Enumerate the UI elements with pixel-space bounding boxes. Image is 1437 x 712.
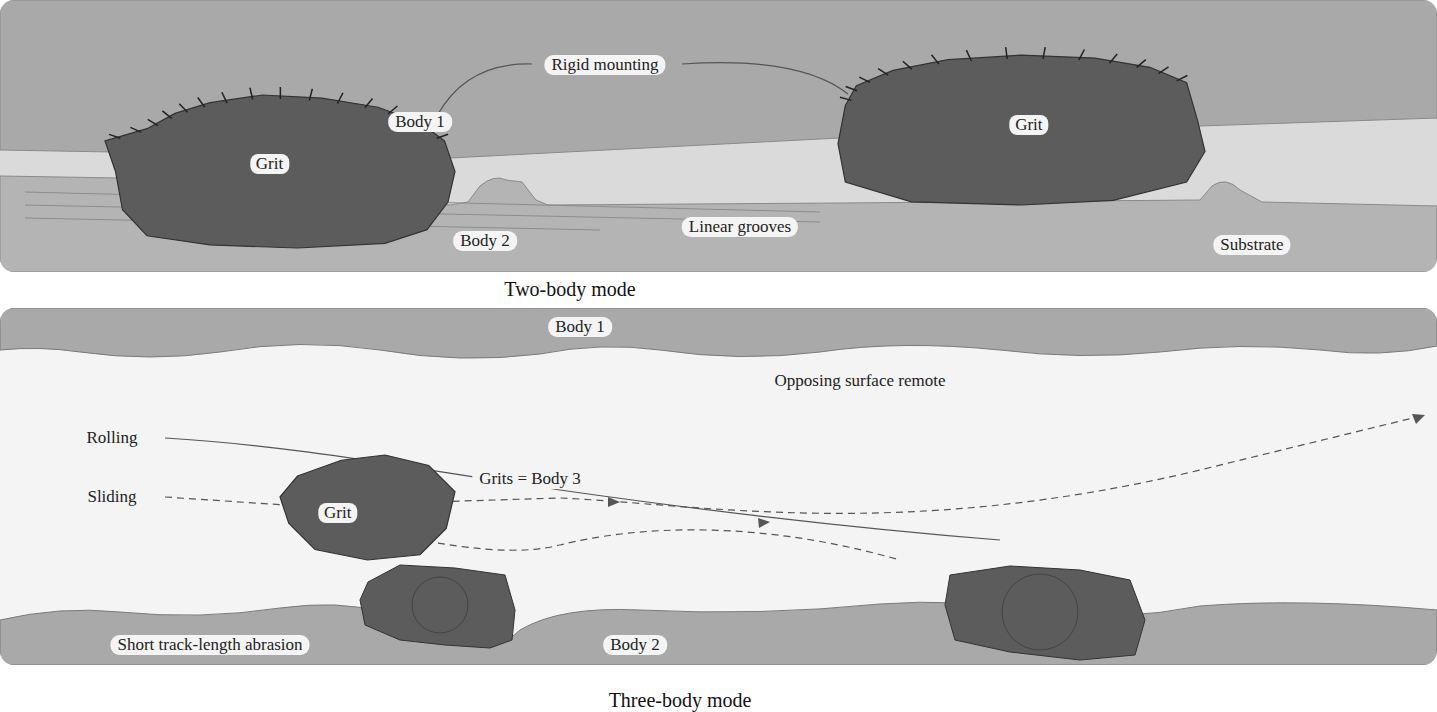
mounting-spike	[130, 127, 141, 132]
mounting-spike	[932, 55, 939, 64]
rolling-circle	[412, 577, 468, 633]
mounting-spike	[337, 93, 343, 104]
part-label: Rolling	[79, 428, 144, 448]
grit-shape	[105, 95, 455, 248]
part-label: Body 2	[453, 231, 517, 251]
grit-label: Grit	[250, 154, 289, 174]
grit	[945, 566, 1145, 660]
mounting-spike	[878, 69, 888, 76]
mounting-spike	[148, 119, 158, 125]
mounting-spike	[1177, 76, 1188, 81]
grit-shape	[838, 55, 1205, 205]
mounting-spike	[1043, 47, 1045, 59]
part-label: Rigid mounting	[544, 55, 665, 75]
mounting-spike	[109, 134, 120, 138]
panel-caption: Two-body mode	[504, 278, 635, 301]
two-body-panel	[0, 0, 1437, 272]
grit-particle: Grit	[280, 455, 455, 560]
mounting-spike	[162, 111, 171, 118]
mounting-spike	[903, 61, 912, 69]
grit-shape	[280, 455, 455, 560]
mounting-spike	[280, 87, 282, 99]
part-label: Linear grooves	[682, 217, 798, 237]
mounting-spike	[840, 97, 852, 100]
mounting-spike	[198, 97, 205, 107]
part-label: Grits = Body 3	[472, 469, 588, 489]
part-label: Sliding	[80, 487, 143, 507]
mounting-spike	[365, 98, 373, 107]
part-label: Opposing surface remote	[768, 371, 953, 391]
leader-line	[682, 63, 848, 94]
grit-label: Grit	[318, 503, 357, 523]
grit-outline	[280, 455, 455, 560]
part-label: Short track-length abrasion	[110, 635, 309, 655]
mounting-spike	[222, 92, 227, 103]
mounting-spike	[846, 87, 857, 91]
leader-line	[438, 64, 532, 114]
body-1-band	[0, 308, 1437, 358]
grit	[360, 565, 515, 648]
panel-ground	[0, 308, 1437, 665]
three-body-panel	[0, 308, 1437, 665]
mounting-spike	[1006, 47, 1008, 59]
part-label: Body 2	[603, 635, 667, 655]
mounting-spike	[1109, 54, 1117, 63]
part-label: Body 1	[388, 112, 452, 132]
mounting-spike	[1079, 50, 1085, 61]
panel-caption: Three-body mode	[609, 689, 752, 712]
gap-ground	[0, 0, 1437, 272]
grit-label: Grit	[1009, 115, 1048, 135]
arrowheads	[608, 414, 1425, 528]
grit-particle: Grit	[838, 52, 1205, 205]
mounting-spike	[966, 50, 971, 61]
mounting-spike	[437, 134, 448, 138]
mounting-spike	[1158, 67, 1168, 74]
part-label: Body 1	[548, 317, 612, 337]
mounting-spike	[309, 89, 312, 101]
mounting-spike	[179, 104, 187, 113]
part-label: Substrate	[1213, 235, 1290, 255]
body-2-band	[0, 602, 1437, 665]
mounting-spike	[859, 77, 870, 82]
rolling-circle	[1002, 574, 1078, 650]
mounting-spike	[250, 88, 253, 100]
mounting-spike	[1137, 60, 1146, 68]
